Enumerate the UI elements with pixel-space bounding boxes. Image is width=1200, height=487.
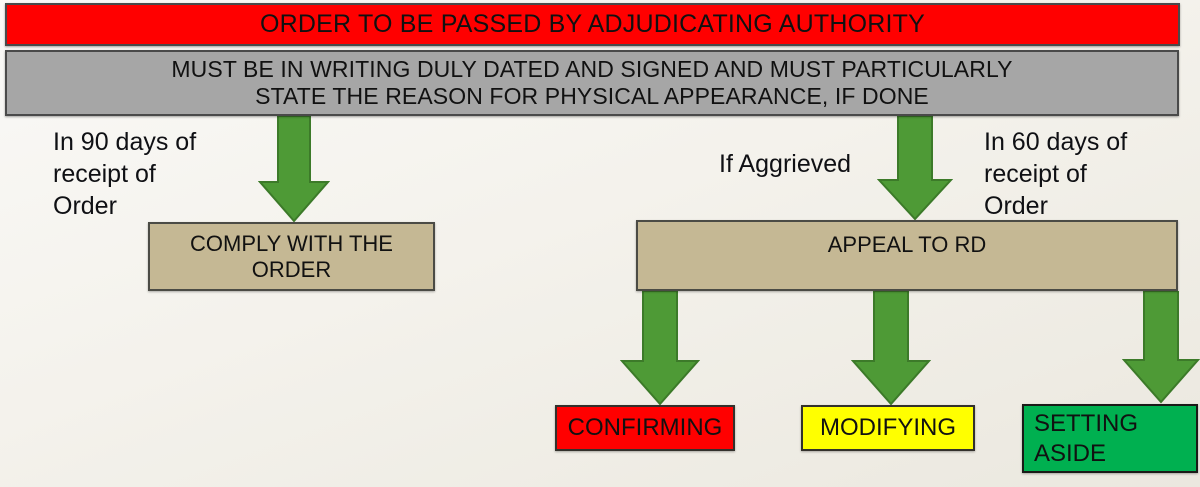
node-order-requirements: MUST BE IN WRITING DULY DATED AND SIGNED… [5, 50, 1179, 116]
arrow-appeal-to-modifying [851, 291, 931, 406]
arrow-subheader-to-comply [258, 116, 330, 223]
node-setting-aside: SETTING ASIDE [1022, 404, 1198, 473]
arrow-appeal-to-setting-aside [1122, 291, 1200, 404]
edge-label-60-days: In 60 days of receipt of Order [984, 128, 1128, 220]
edge-label-if-aggrieved: If Aggrieved [719, 150, 852, 178]
arrow-subheader-to-appeal [877, 116, 953, 221]
node-order-header: ORDER TO BE PASSED BY ADJUDICATING AUTHO… [5, 3, 1180, 46]
node-comply-with-order: COMPLY WITH THE ORDER [148, 222, 435, 291]
edge-label-90-days: In 90 days of receipt of Order [53, 128, 197, 220]
node-modifying: MODIFYING [801, 405, 975, 451]
node-appeal-to-rd: APPEAL TO RD [636, 220, 1178, 291]
node-confirming: CONFIRMING [555, 405, 735, 451]
arrow-appeal-to-confirming [620, 291, 700, 406]
